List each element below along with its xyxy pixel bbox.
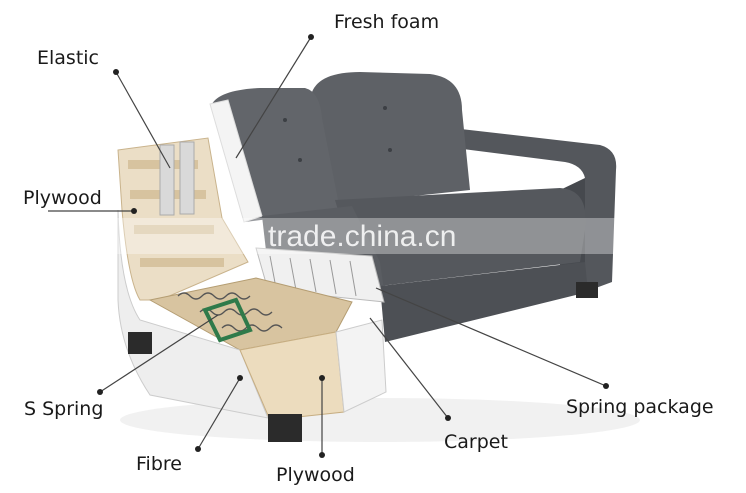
leg-right	[576, 282, 598, 298]
sofa-illustration	[117, 72, 640, 442]
seat-deck	[148, 277, 353, 351]
seat-cushion-right	[335, 188, 586, 286]
label-spring-package: Spring package	[566, 396, 714, 418]
label-fibre: Fibre	[136, 453, 182, 475]
right-armrest	[452, 128, 617, 292]
label-plywood-bottom: Plywood	[276, 464, 355, 486]
back-cushion-right	[312, 72, 470, 205]
label-plywood-left: Plywood	[23, 187, 102, 209]
leg-back-left	[128, 332, 152, 354]
watermark-text: trade.china.cn	[268, 220, 456, 253]
label-elastic: Elastic	[37, 47, 99, 69]
labels: Fresh foam Elastic Plywood S Spring Fibr…	[23, 11, 714, 486]
leader-lines	[48, 34, 609, 458]
leg-front-left	[268, 414, 302, 442]
watermark: trade.china.cn	[110, 218, 615, 254]
label-fresh-foam: Fresh foam	[334, 11, 439, 33]
sofa-base	[380, 262, 588, 342]
label-carpet: Carpet	[444, 431, 508, 453]
label-s-spring: S Spring	[24, 398, 103, 420]
